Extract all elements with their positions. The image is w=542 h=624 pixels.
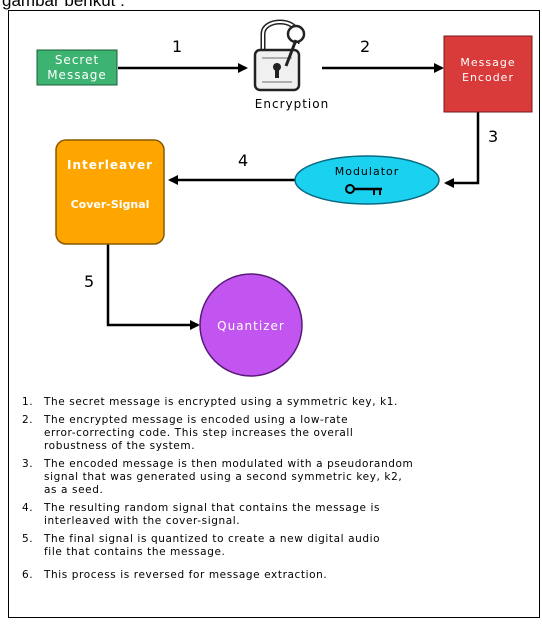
step-text: The resulting random signal that contain… bbox=[44, 502, 381, 527]
step-text: This process is reversed for message ext… bbox=[44, 569, 328, 581]
step-item: 2. The encrypted message is encoded using… bbox=[22, 414, 532, 453]
step-number: 3. bbox=[22, 458, 34, 470]
edge-5 bbox=[106, 244, 200, 330]
step-text: The final signal is quantized to create … bbox=[44, 533, 381, 558]
step-item: 3. The encoded message is then modulated … bbox=[22, 458, 532, 497]
message-encoder-label-line1: Message bbox=[460, 56, 515, 69]
cover-signal-label: Cover-Signal bbox=[71, 198, 150, 211]
step-item: 1. The secret message is encrypted using … bbox=[22, 396, 532, 409]
secret-message-label-line1: Secret bbox=[55, 53, 99, 67]
encryption-label: Encryption bbox=[255, 97, 329, 111]
modulator-label: Modulator bbox=[335, 165, 400, 178]
edge-label-5: 5 bbox=[84, 272, 94, 291]
secret-message-node: Secret Message bbox=[36, 49, 118, 86]
modulator-node: Modulator bbox=[294, 155, 440, 205]
step-item: 6. This process is reversed for message e… bbox=[22, 569, 532, 582]
step-item: 4. The resulting random signal that conta… bbox=[22, 502, 532, 528]
step-text: The encoded message is then modulated wi… bbox=[44, 458, 414, 496]
page-caption: gambar berikut : bbox=[2, 0, 125, 10]
edge-label-2: 2 bbox=[360, 37, 370, 56]
message-encoder-label-line2: Encoder bbox=[462, 71, 514, 84]
key-icon bbox=[345, 184, 382, 195]
step-number: 6. bbox=[22, 569, 34, 581]
step-text: The encrypted message is encoded using a… bbox=[44, 414, 354, 452]
padlock-icon bbox=[253, 19, 306, 92]
secret-message-label-line2: Message bbox=[47, 68, 107, 82]
edge-label-3: 3 bbox=[488, 127, 498, 146]
quantizer-node: Quantizer bbox=[199, 273, 303, 377]
quantizer-label: Quantizer bbox=[217, 319, 285, 333]
edge-label-4: 4 bbox=[238, 151, 248, 170]
steps-list: 1. The secret message is encrypted using … bbox=[22, 396, 532, 587]
interleaver-label: Interleaver bbox=[67, 158, 153, 172]
interleaver-node: Interleaver Cover-Signal bbox=[55, 139, 165, 245]
step-text: The secret message is encrypted using a … bbox=[44, 396, 398, 408]
step-number: 5. bbox=[22, 533, 34, 545]
edge-3 bbox=[444, 112, 480, 188]
step-number: 4. bbox=[22, 502, 34, 514]
edge-label-1: 1 bbox=[172, 37, 182, 56]
step-number: 1. bbox=[22, 396, 34, 408]
message-encoder-node: Message Encoder bbox=[443, 35, 533, 113]
step-number: 2. bbox=[22, 414, 34, 426]
diagram-frame bbox=[8, 10, 540, 618]
step-item: 5. The final signal is quantized to creat… bbox=[22, 533, 532, 559]
